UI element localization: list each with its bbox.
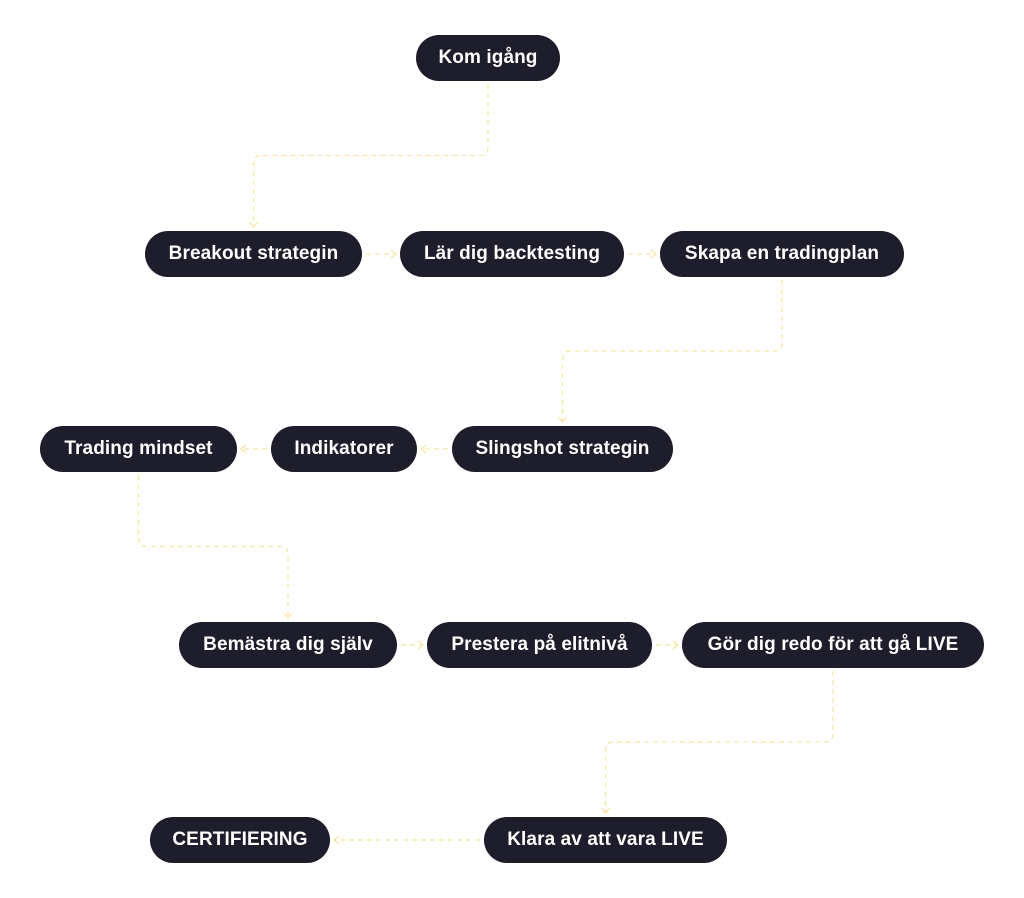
step-skapa-en-tradingplan[interactable]: Skapa en tradingplan: [660, 231, 904, 277]
connector-gor-dig-redo-to-klara-av-att-vara-live: [604, 671, 834, 813]
step-certifiering[interactable]: CERTIFIERING: [150, 817, 330, 863]
step-prestera-pa-elitniva[interactable]: Prestera på elitnivå: [427, 622, 652, 668]
step-slingshot-strategin[interactable]: Slingshot strategin: [452, 426, 673, 472]
connector-kom-igang-to-breakout-strategin: [252, 84, 489, 227]
connector-arrowhead: [419, 444, 427, 454]
connector-arrowhead: [557, 416, 568, 424]
step-kom-igang[interactable]: Kom igång: [416, 35, 560, 81]
connector-arrowhead: [672, 640, 680, 650]
connector-arrowhead: [650, 249, 658, 259]
connector-arrowhead: [600, 807, 611, 815]
step-breakout-strategin[interactable]: Breakout strategin: [145, 231, 362, 277]
connector-arrowhead: [239, 444, 247, 454]
step-klara-av-att-vara-live[interactable]: Klara av att vara LIVE: [484, 817, 727, 863]
connector-arrowhead: [390, 249, 398, 259]
connector-skapa-en-tradingplan-to-slingshot-strategin: [561, 280, 783, 422]
step-indikatorer[interactable]: Indikatorer: [271, 426, 417, 472]
step-lar-dig-backtesting[interactable]: Lär dig backtesting: [400, 231, 624, 277]
connector-arrowhead: [332, 835, 340, 845]
step-gor-dig-redo[interactable]: Gör dig redo för att gå LIVE: [682, 622, 984, 668]
connector-trading-mindset-to-bemastra-dig-sjalv: [137, 475, 289, 618]
step-trading-mindset[interactable]: Trading mindset: [40, 426, 237, 472]
step-bemastra-dig-sjalv[interactable]: Bemästra dig själv: [179, 622, 397, 668]
connector-arrowhead: [248, 221, 259, 229]
connector-arrowhead: [417, 640, 425, 650]
connector-arrowhead: [283, 612, 293, 620]
